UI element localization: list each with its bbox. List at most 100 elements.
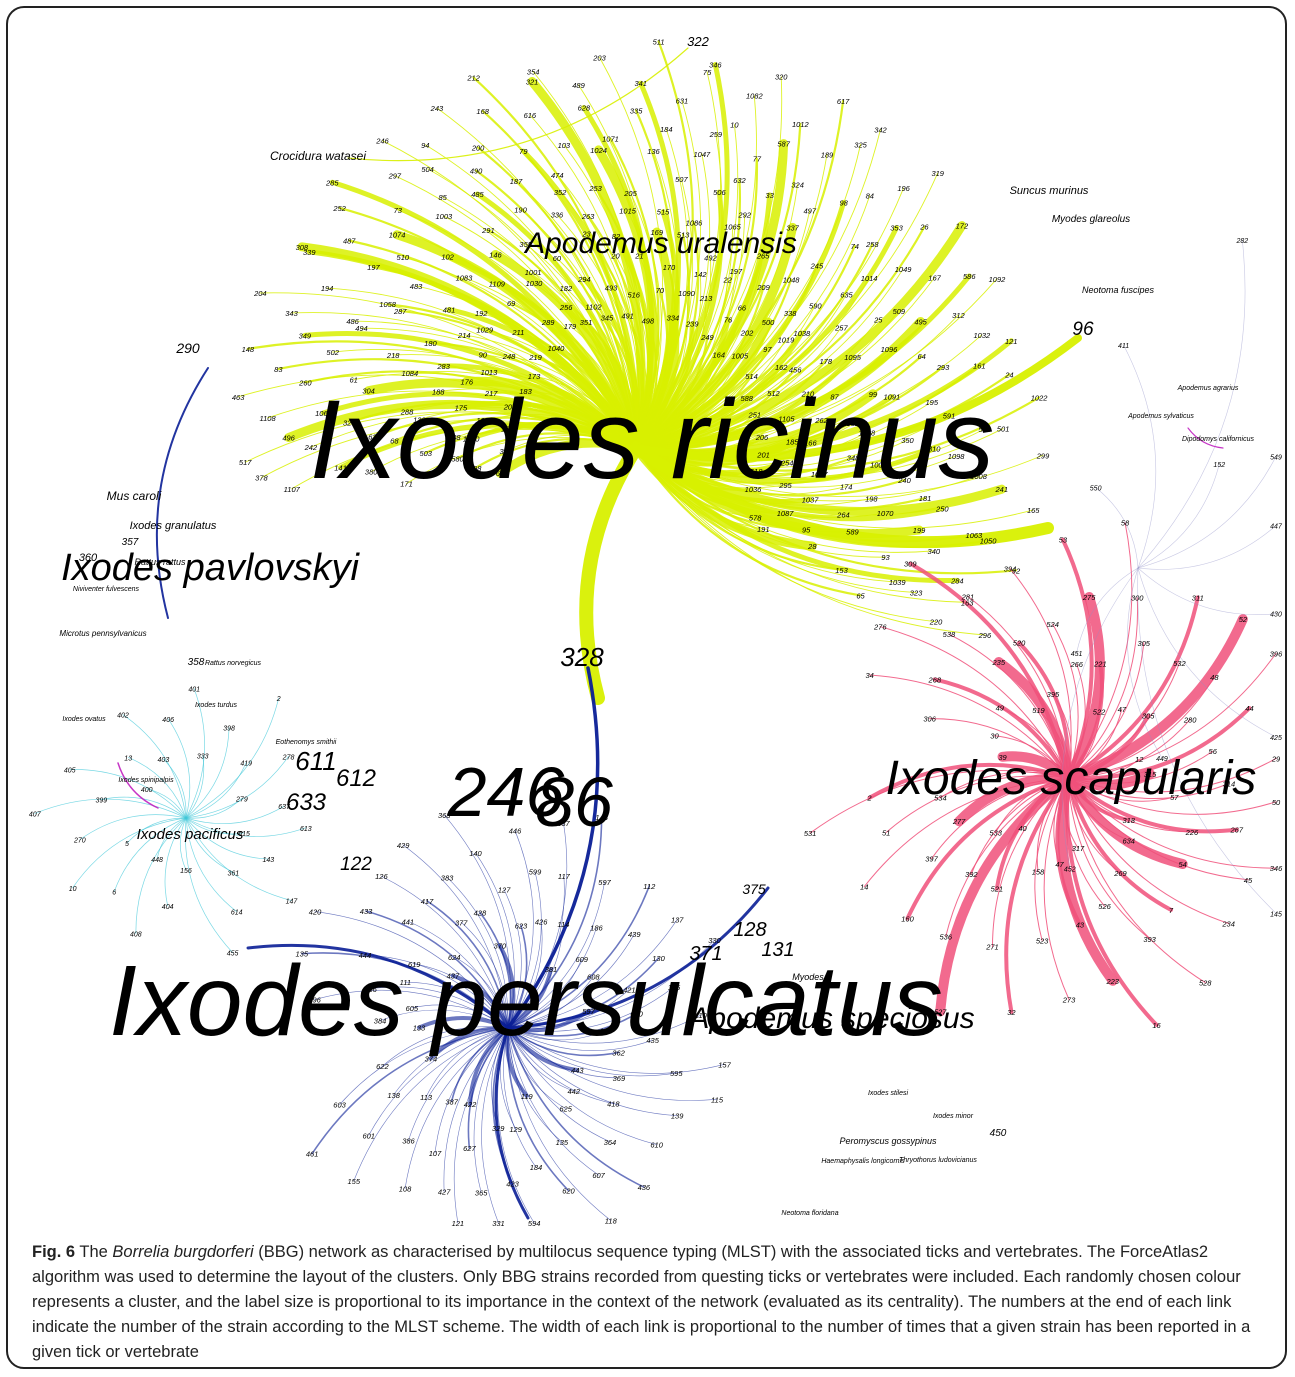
persulcatus-major-link <box>506 666 600 1030</box>
persulcatus-link <box>507 919 678 1029</box>
ricinus-strain-label: 353 <box>890 224 903 233</box>
persulcatus-strain-label: 381 <box>545 965 558 974</box>
persulcatus-link <box>404 1027 509 1189</box>
ricinus-strain-label: 510 <box>397 253 410 262</box>
pacificus-link <box>185 762 247 819</box>
persulcatus-link <box>507 1027 620 1057</box>
scapularis-strain-label: 12 <box>1135 755 1144 764</box>
ricinus-strain-label: 1070 <box>877 509 895 518</box>
misc-strain-label: 145 <box>1270 911 1282 918</box>
ricinus-strain-label: 165 <box>1027 506 1040 515</box>
persulcatus-major-link <box>155 367 209 619</box>
ricinus-strain-label: 66 <box>738 303 747 312</box>
persulcatus-link <box>497 943 516 1030</box>
misc-link <box>1123 344 1157 569</box>
ricinus-strain-label: 93 <box>881 553 890 562</box>
ricinus-strain-label: 352 <box>554 188 567 197</box>
host-label: Thryothorus ludovicianus <box>899 1157 977 1164</box>
persulcatus-link <box>507 1027 657 1145</box>
persulcatus-strain-label: 118 <box>605 1217 618 1226</box>
scapularis-strain-label: 538 <box>943 630 956 639</box>
ricinus-strain-label: 253 <box>588 184 602 193</box>
large-strain-label: 360 <box>79 552 98 564</box>
ricinus-strain-label: 202 <box>740 329 754 338</box>
pacificus-strain-label: 404 <box>162 904 174 911</box>
misc-link <box>1076 567 1139 654</box>
ricinus-strain-label: 200 <box>471 144 485 153</box>
persulcatus-link <box>507 1027 653 1051</box>
ricinus-strain-label: 1014 <box>861 274 878 283</box>
ricinus-major-link <box>632 334 1082 462</box>
ricinus-strain-label: 69 <box>507 299 516 308</box>
ricinus-strain-label: 163 <box>961 598 974 607</box>
ricinus-strain-label: 483 <box>410 282 423 291</box>
ricinus-strain-label: 288 <box>400 408 414 417</box>
host-label: Myodes glareolus <box>1052 214 1130 225</box>
host-label: Ixodes granulatus <box>130 520 217 532</box>
misc-strain-label: 411 <box>1118 343 1129 350</box>
ricinus-strain-label: 492 <box>704 253 717 262</box>
misc-strain-label: 549 <box>1270 454 1282 461</box>
ricinus-strain-label: 170 <box>663 263 676 272</box>
ricinus-strain-label: 338 <box>784 309 797 318</box>
ricinus-strain-label: 312 <box>952 311 965 320</box>
ricinus-strain-label: 1022 <box>1031 393 1049 402</box>
persulcatus-link <box>314 989 509 1029</box>
pacificus-strain-label: 401 <box>188 687 200 694</box>
ricinus-strain-label: 168 <box>476 107 489 116</box>
scapularis-link <box>1067 652 1277 779</box>
scapularis-strain-label: 57 <box>1170 793 1179 802</box>
persulcatus-strain-label: 595 <box>670 1069 683 1078</box>
scapularis-strain-label: 306 <box>923 715 936 724</box>
ricinus-strain-label: 310 <box>928 444 941 453</box>
scapularis-strain-label: 266 <box>1069 660 1083 669</box>
scapularis-link <box>1066 776 1239 834</box>
persulcatus-strain-label: 157 <box>718 1060 731 1069</box>
persulcatus-strain-label: 112 <box>643 882 656 891</box>
ricinus-strain-label: 28 <box>807 542 817 551</box>
persulcatus-strain-label: 374 <box>425 1055 438 1064</box>
scapularis-strain-label: 393 <box>1143 935 1156 944</box>
ricinus-strain-label: 204 <box>253 289 267 298</box>
pacificus-strain-label: 407 <box>29 812 42 819</box>
scapularis-strain-label: 52 <box>1239 615 1248 624</box>
ricinus-strain-label: 284 <box>950 576 964 585</box>
ricinus-strain-label: 292 <box>737 210 751 219</box>
pacificus-strain-label: 403 <box>158 757 170 764</box>
persulcatus-strain-label: 329 <box>492 1124 505 1133</box>
ricinus-strain-label: 350 <box>901 436 914 445</box>
persulcatus-strain-label: 148 <box>595 813 608 822</box>
ricinus-strain-label: 1082 <box>746 91 764 100</box>
ricinus-strain-label: 1003 <box>435 212 453 221</box>
ricinus-strain-label: 486 <box>346 317 359 326</box>
ricinus-strain-label: 1047 <box>693 150 711 159</box>
persulcatus-strain-label: 607 <box>592 1171 605 1180</box>
persulcatus-link <box>468 1026 510 1107</box>
ricinus-strain-label: 456 <box>789 366 802 375</box>
ricinus-strain-label: 1015 <box>619 207 637 216</box>
ricinus-strain-label: 169 <box>650 228 663 237</box>
persulcatus-strain-label: 601 <box>362 1131 375 1140</box>
ricinus-strain-label: 102 <box>441 252 454 261</box>
persulcatus-link <box>507 1027 645 1188</box>
scapularis-strain-label: 534 <box>934 794 947 803</box>
scapularis-strain-label: 34 <box>866 671 874 680</box>
persulcatus-link <box>453 956 509 1029</box>
pacificus-link <box>167 718 191 819</box>
misc-strain-label: 152 <box>1213 462 1225 469</box>
persulcatus-link <box>507 958 583 1029</box>
scapularis-strain-label: 160 <box>901 914 914 923</box>
host-label: Ixodes spinipalpis <box>118 777 174 784</box>
caption-text-pre: The <box>75 1243 113 1261</box>
ricinus-strain-label: 474 <box>551 171 564 180</box>
large-strain-label: 612 <box>336 765 376 792</box>
misc-strain-label: 430 <box>1270 612 1282 619</box>
ricinus-strain-label: 254 <box>780 458 794 467</box>
ricinus-strain-label: 590 <box>809 301 822 310</box>
scapularis-strain-label: 300 <box>1131 594 1144 603</box>
persulcatus-link <box>425 1027 509 1098</box>
ricinus-strain-label: 241 <box>995 485 1009 494</box>
ricinus-strain-label: 84 <box>866 191 874 200</box>
scapularis-strain-label: 58 <box>1121 519 1130 528</box>
ricinus-strain-label: 617 <box>837 97 850 106</box>
